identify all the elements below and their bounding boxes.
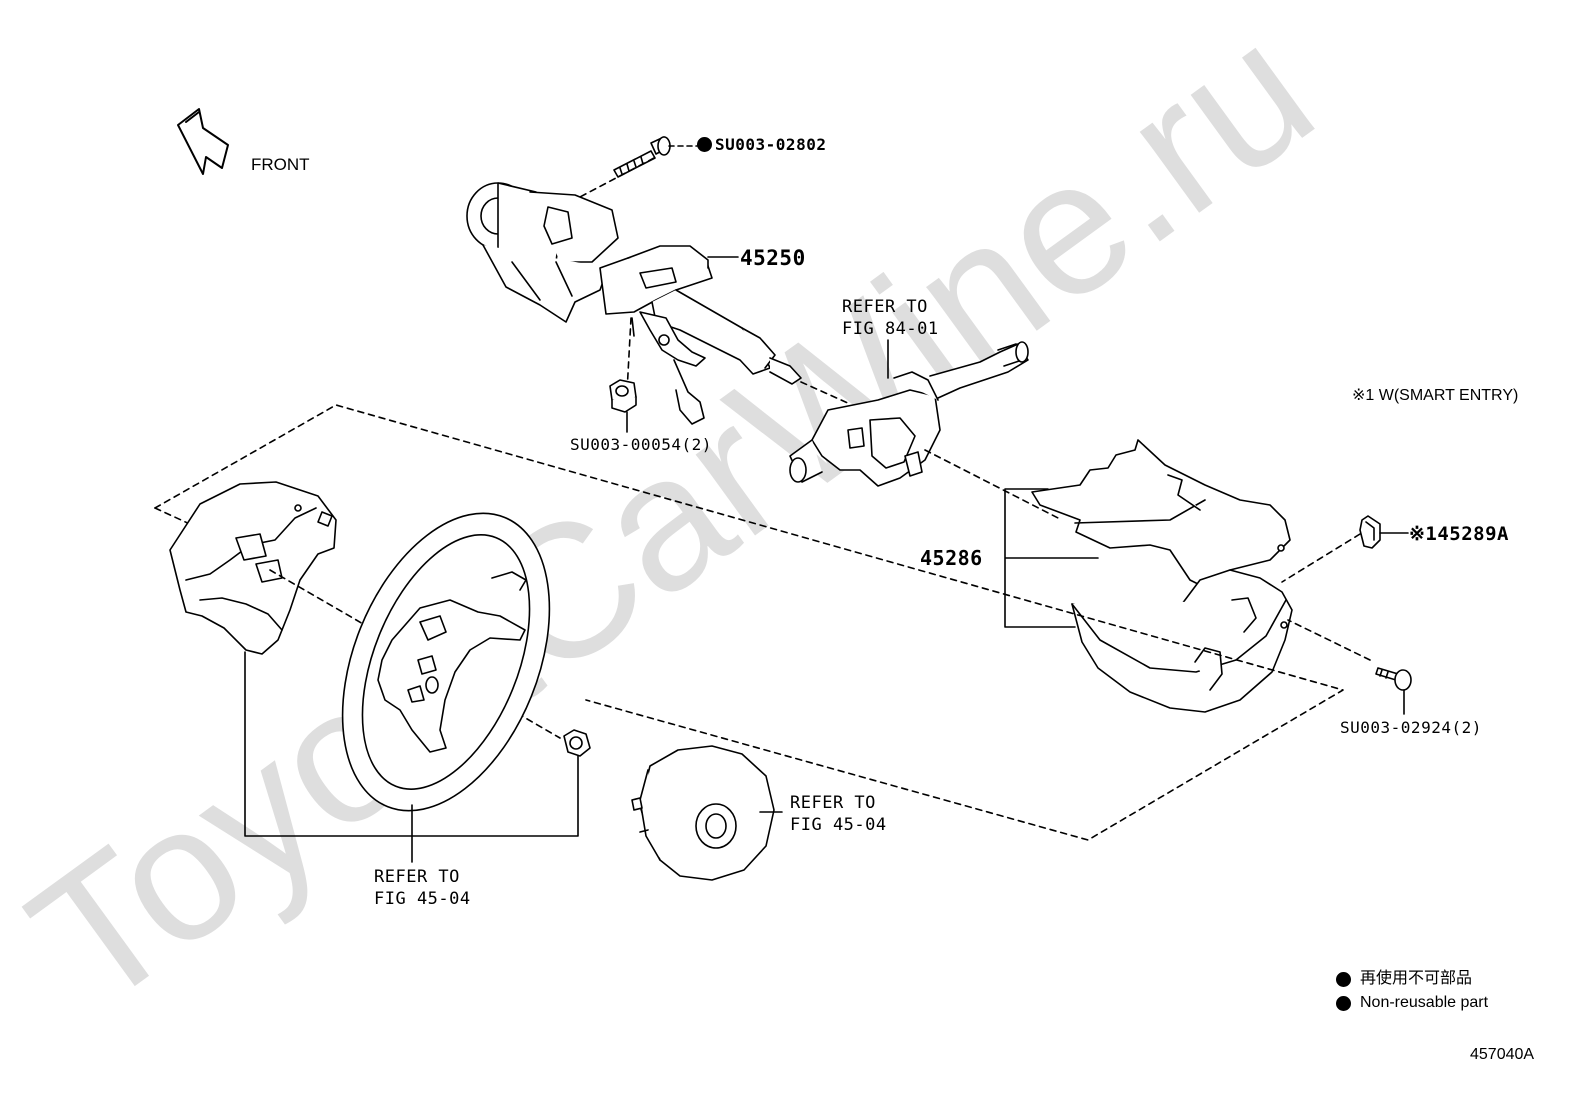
nut-part: [609, 379, 637, 413]
non-reusable-icon: [1336, 995, 1351, 1011]
leader-screw-cover: [1287, 619, 1371, 661]
leader-switch-cover: [924, 449, 1063, 521]
ref-airbag-line1: REFER TO: [790, 793, 876, 813]
bracket-45286: [1004, 488, 1099, 628]
ref-switch-line2: FIG 84-01: [842, 319, 939, 339]
bolt-part: [613, 136, 698, 178]
screw-part: [1375, 667, 1412, 691]
ref-wheel-line2: FIG 45-04: [374, 889, 471, 909]
part-number-cover: 45286: [920, 546, 983, 570]
part-label-bolt: SU003-02802: [697, 137, 826, 153]
combination-switch-part: [789, 341, 1029, 487]
legend-label-en: Non-reusable part: [1360, 994, 1489, 1011]
ref-switch-line1: REFER TO: [842, 297, 928, 317]
leader-shaft-switch: [800, 381, 851, 405]
airbag-part: [631, 745, 775, 881]
wheel-nut-part: [563, 729, 591, 757]
part-number-ring: ※145289A: [1409, 523, 1509, 545]
ref-airbag-line2: FIG 45-04: [790, 815, 887, 835]
ref-steering-wheel: REFER TO FIG 45-04: [374, 866, 471, 910]
legend-row-ja: 再使用不可部品: [1336, 971, 1488, 987]
ring-part: [1359, 515, 1381, 549]
ref-combination-switch: REFER TO FIG 84-01: [842, 296, 939, 340]
leader-column-nut: [626, 317, 632, 393]
steering-wheel-part: [341, 512, 551, 812]
ref-wheel-line1: REFER TO: [374, 867, 460, 887]
part-number-column: 45250: [740, 246, 806, 270]
part-number-screw: SU003-02924(2): [1340, 718, 1482, 737]
part-number-bolt: SU003-02802: [715, 135, 827, 154]
column-cover-part: [1031, 439, 1293, 713]
steering-pad-part: [169, 481, 337, 655]
part-number-column-nut: SU003-00054(2): [570, 435, 712, 454]
figure-id: 457040A: [1470, 1046, 1535, 1063]
front-label: FRONT: [251, 155, 310, 174]
leader-bolt: [577, 157, 655, 199]
bracket-wheel: [244, 651, 579, 837]
legend-row-en: Non-reusable part: [1336, 995, 1488, 1011]
non-reusable-icon: [1336, 971, 1351, 987]
ref-airbag: REFER TO FIG 45-04: [790, 792, 887, 836]
assembly-outline: [154, 404, 1344, 841]
smart-entry-note: ※1 W(SMART ENTRY): [1352, 387, 1519, 404]
front-arrow-icon: [177, 108, 229, 175]
legend: 再使用不可部品 Non-reusable part: [1336, 971, 1488, 1011]
leader-ring-cover: [1281, 533, 1361, 583]
non-reusable-icon: [697, 137, 712, 152]
steering-column-part: [466, 182, 802, 425]
legend-label-ja: 再使用不可部品: [1360, 970, 1473, 987]
